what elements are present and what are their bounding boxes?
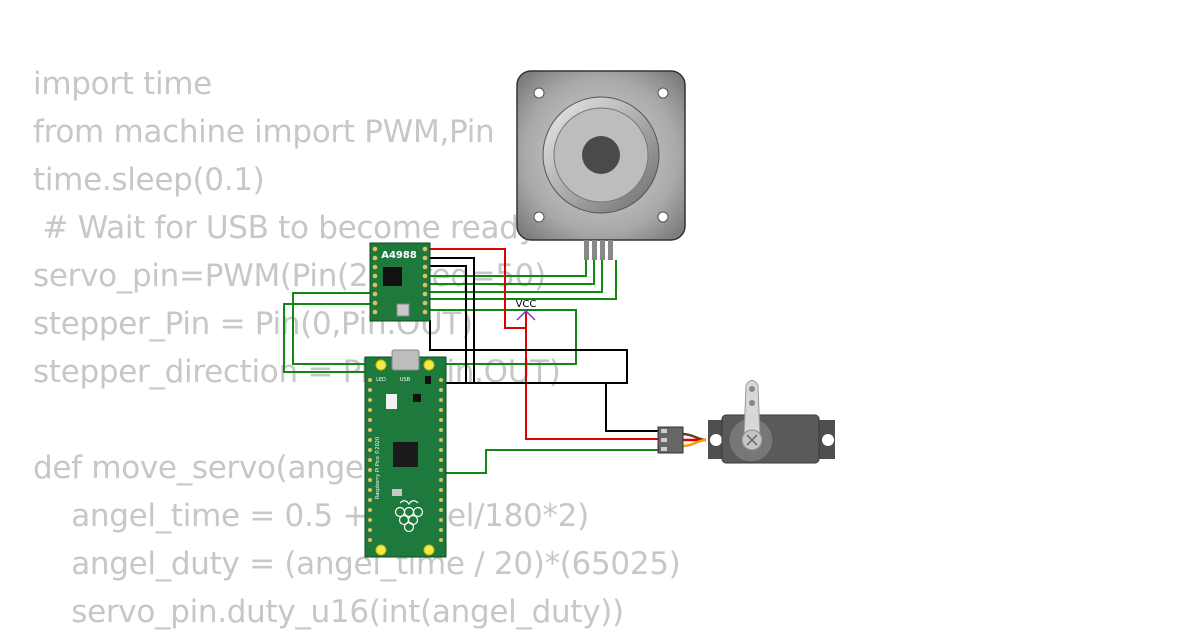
motor-screw-hole [533,87,545,99]
code-line: time.sleep(0.1) [33,162,265,198]
driver-chip [383,267,402,286]
vcc-symbol: VCC [516,299,537,321]
motor-pin [608,240,613,260]
pico-usb-connector [391,349,420,371]
motor-screw-hole [657,211,669,223]
wire-green [430,260,595,285]
pico-board-label: Raspberry Pi Pico ©2020 [374,437,381,499]
pico-component [425,376,431,384]
motor-pin [600,240,605,260]
code-line: stepper_Pin = Pin(0,Pin.OUT) [33,306,473,342]
driver-potentiometer [396,303,410,317]
wire-black [430,265,467,384]
pico-component [392,489,402,496]
wire-red [525,328,660,440]
motor-pin [592,240,597,260]
motor-screw-hole [657,87,669,99]
pico-bootsel-button [386,394,397,409]
code-line: # Wait for USB to become ready [33,210,537,246]
servo-screw-cross [746,434,758,446]
a4988-driver[interactable]: A4988 [369,242,431,322]
pico-mount-hole [375,544,387,556]
servo-mount-hole [710,434,722,446]
wire-green [430,260,603,293]
driver-label: A4988 [381,250,417,261]
vcc-label: VCC [516,299,537,310]
servo-horn [743,380,761,439]
pico-pins [368,378,443,542]
pico-mount-hole [375,359,387,371]
wires [283,248,660,474]
vcc-arrow [516,309,536,321]
driver-pins [372,246,428,315]
raspberry-pi-pico[interactable]: LED USB Raspberry Pi Pico ©2020 [364,349,447,558]
code-line: import time [33,66,212,102]
raspberry-logo [394,500,424,533]
wire-green [283,303,372,373]
servo-motor[interactable] [657,380,835,464]
pico-led-label: LED [376,377,386,383]
motor-screw-hole [533,211,545,223]
servo-mount-hole [822,434,834,446]
pico-mount-hole [423,544,435,556]
wire-green [430,260,587,277]
motor-pin [584,240,589,260]
servo-lead [682,438,707,448]
pico-rp2040-chip [393,442,418,467]
wire-green [441,449,660,474]
wire-black [605,383,660,432]
wire-red [430,248,527,329]
motor-shaft [582,136,620,174]
wire-black [430,257,475,384]
code-line: from machine import PWM,Pin [33,114,495,150]
pico-component [413,394,421,402]
pico-mount-hole [423,359,435,371]
pico-usb-label: USB [400,377,411,383]
wire-green [430,260,617,300]
wire-black [429,320,628,384]
code-line: servo_pin.duty_u16(int(angel_duty)) [33,594,624,630]
code-line: def move_servo(angel): [33,450,394,486]
stepper-motor[interactable] [516,70,686,260]
